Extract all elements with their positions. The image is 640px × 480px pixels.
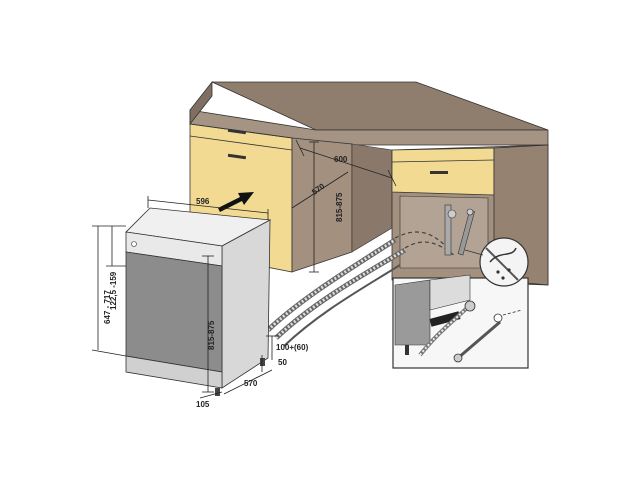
arrow-icon — [218, 192, 254, 212]
dishwasher — [125, 207, 272, 396]
dim-appliance-width: 596 — [196, 197, 210, 206]
tap-icon — [444, 204, 475, 256]
drawer-handle-bottom — [227, 153, 247, 160]
dim-appliance-height: 815-875 — [207, 320, 216, 350]
sink-cavity — [399, 195, 489, 269]
dim-plinth-height: 122,5 -159 — [109, 271, 118, 310]
floor-hoses — [266, 231, 456, 347]
drawer-handle-top — [227, 128, 247, 135]
dishwasher-plinth — [125, 355, 223, 389]
dim-cabinet-width: 600 — [334, 155, 348, 164]
countertop-left-end — [189, 80, 213, 126]
cavity-back — [351, 143, 393, 253]
magnifier-detail — [464, 237, 529, 287]
dim-plinth-gap: 50 — [278, 358, 287, 367]
dimension-lines — [91, 139, 397, 399]
dim-appliance-depth: 570 — [244, 379, 258, 388]
power-knob-icon — [131, 241, 137, 247]
connection-inset — [392, 274, 529, 369]
dim-cabinet-height: 815-875 — [335, 192, 344, 222]
dim-plinth-offset: 100+(60) — [276, 343, 309, 352]
dim-appliance-total-height: 647 - 717 — [103, 290, 112, 324]
right-drawer-handle — [430, 171, 448, 174]
dim-front-offset: 105 — [196, 400, 210, 409]
